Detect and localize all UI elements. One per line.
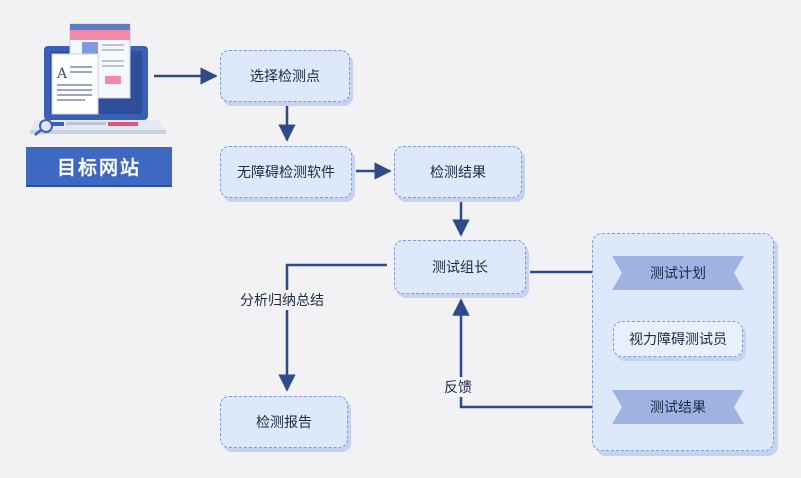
- test-lead-node: 测试组长: [394, 240, 526, 294]
- select-checkpoints-node: 选择检测点: [220, 50, 350, 102]
- arrow-feedback-to-lead: [452, 298, 610, 409]
- visually-impaired-testers-node: 视力障碍测试员: [613, 321, 743, 357]
- summarize-edge-label: 分析归纳总结: [238, 290, 326, 310]
- target-website-label: 目标网站: [26, 147, 172, 185]
- test-results-label: 测试结果: [650, 400, 706, 416]
- test-plan-label: 测试计划: [650, 266, 706, 282]
- laptop-with-webpage-icon: A: [30, 23, 166, 136]
- test-results-ribbon: 测试结果: [612, 390, 744, 424]
- accessibility-tool-node: 无障碍检测软件: [220, 146, 352, 198]
- feedback-edge-label: 反馈: [442, 377, 474, 397]
- detection-results-node: 检测结果: [394, 146, 522, 198]
- arrow-lead-to-report: [278, 263, 387, 392]
- svg-text:A: A: [56, 66, 68, 82]
- test-plan-ribbon: 测试计划: [612, 256, 744, 290]
- detection-report-node: 检测报告: [220, 396, 348, 448]
